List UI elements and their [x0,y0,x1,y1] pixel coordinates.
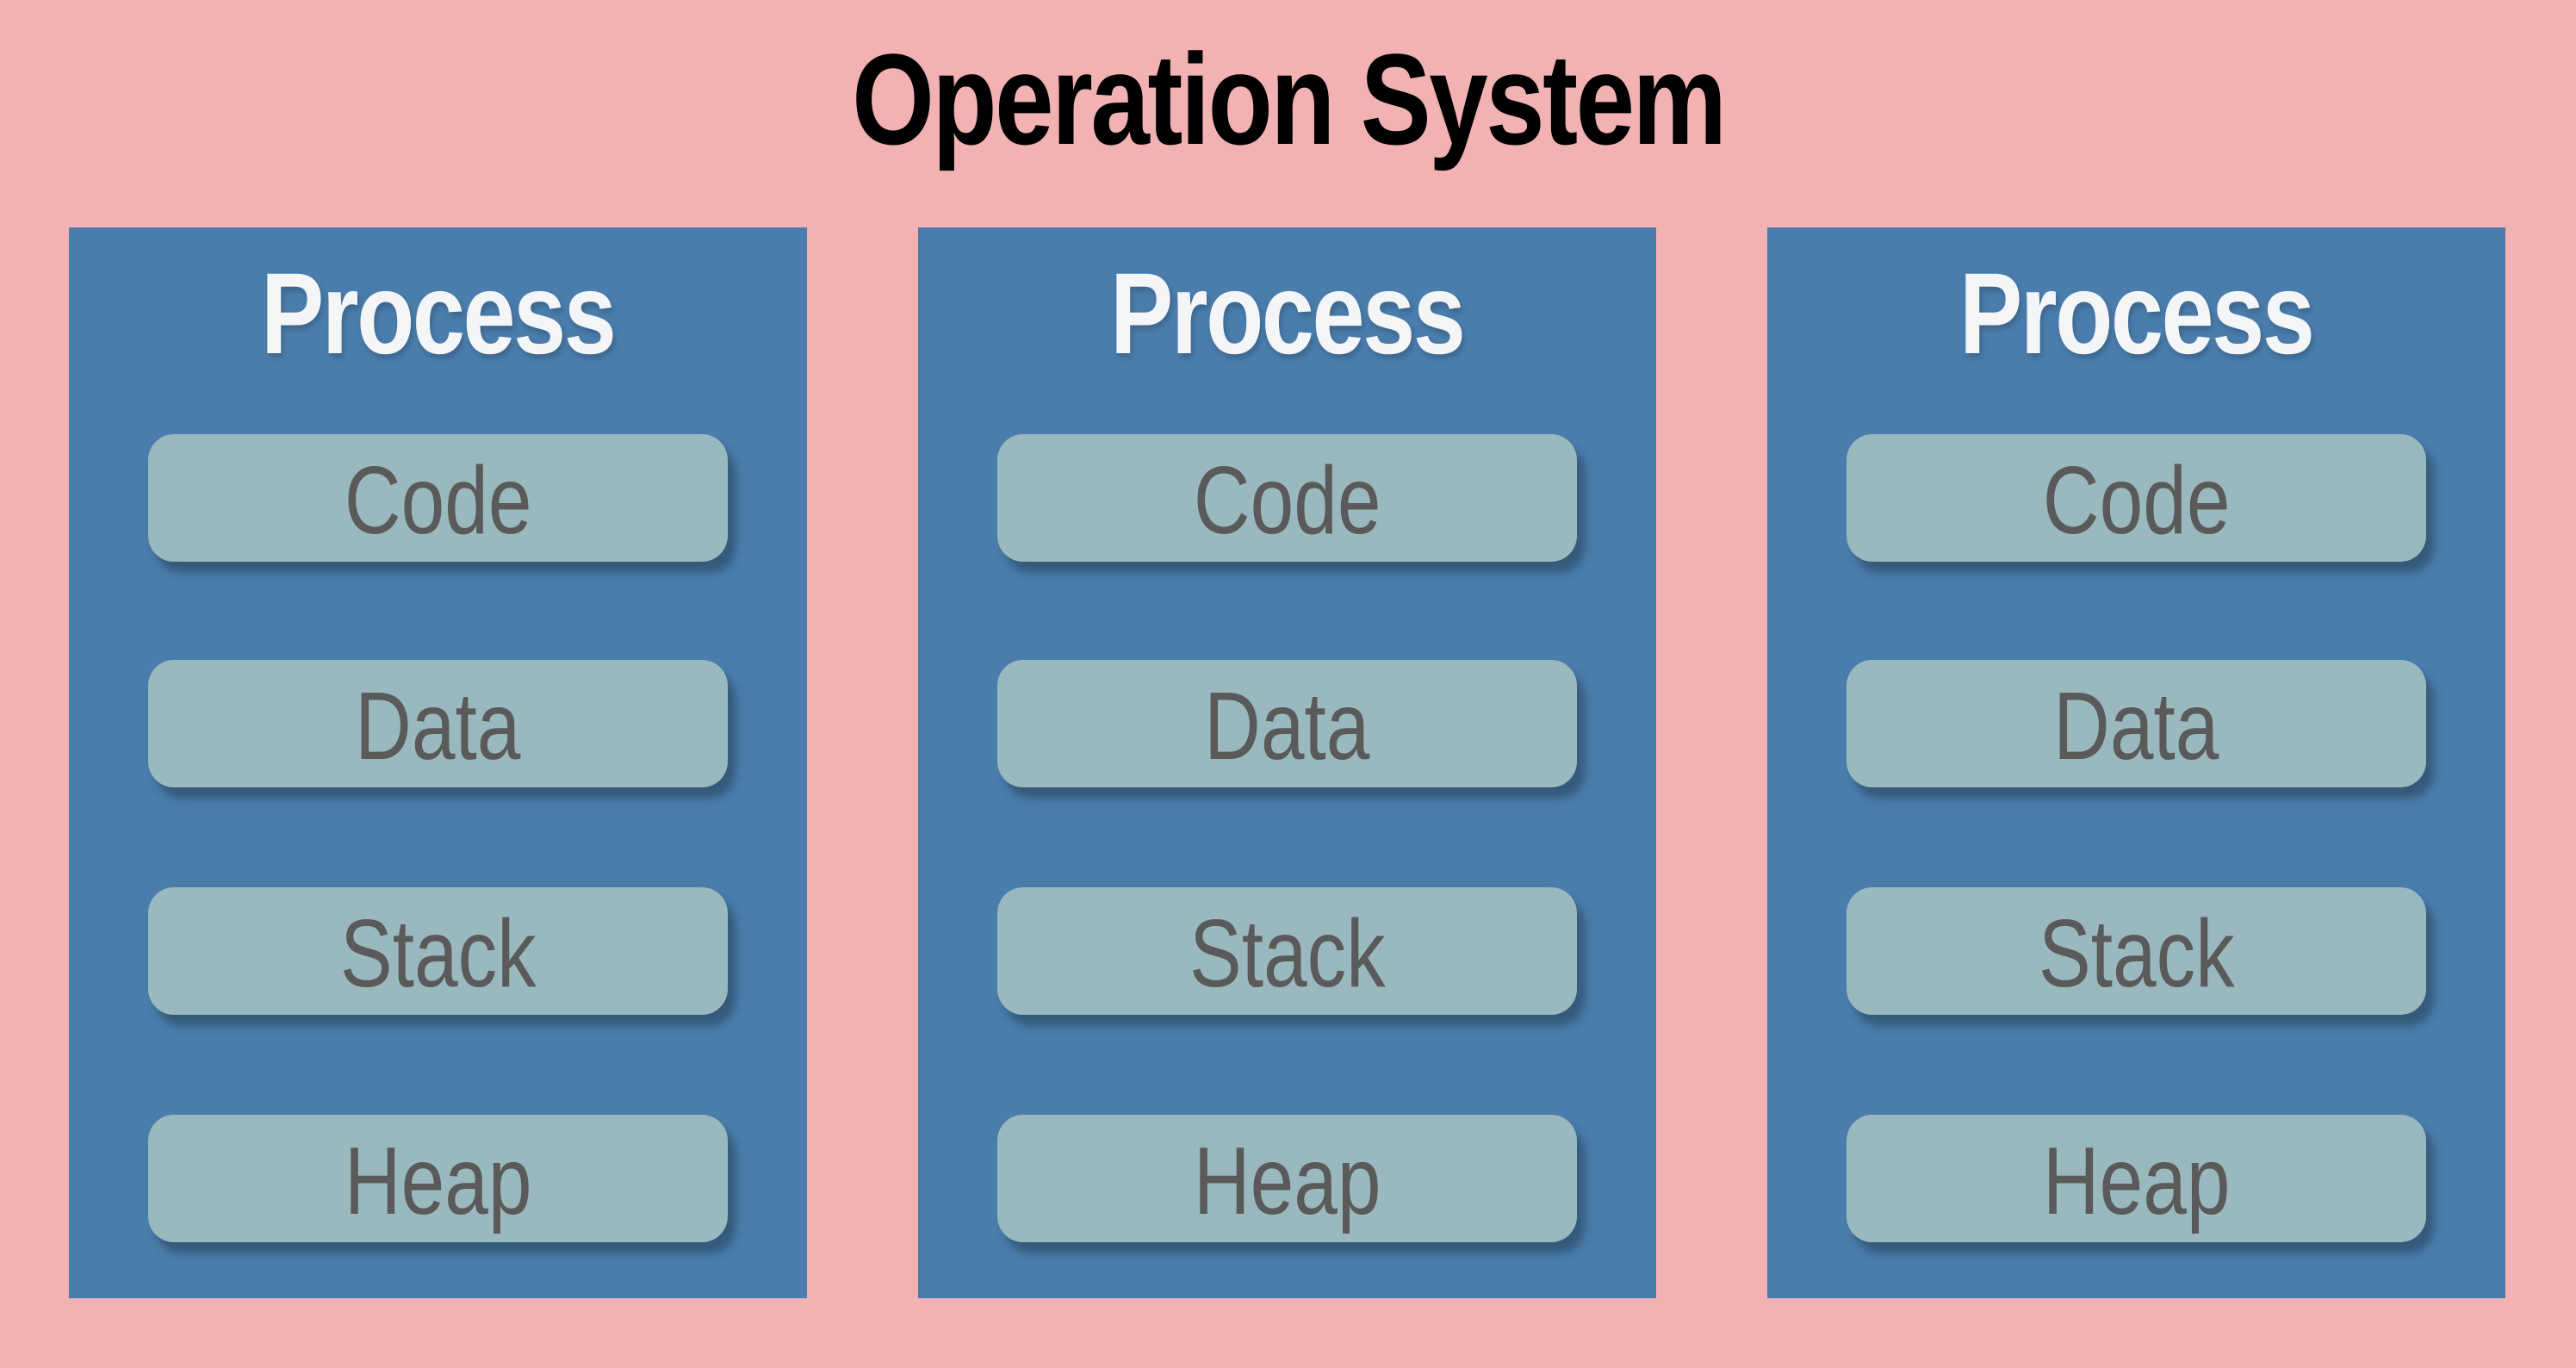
process-2-segment-data-label: Data [1204,673,1370,780]
process-3-segment-data: Data [1847,660,2426,787]
process-1-segment-data-label: Data [355,673,521,780]
process-panel-2: Process Code Data Stack Heap [918,227,1656,1298]
process-1-segment-code: Code [148,434,728,562]
process-1-segment-heap-label: Heap [344,1128,532,1234]
process-panel-2-title: Process [918,257,1656,372]
process-3-segment-stack: Stack [1847,887,2426,1015]
process-2-segment-heap-label: Heap [1193,1128,1381,1234]
process-2-segment-stack-label: Stack [1189,900,1386,1007]
page-title: Operation System [0,34,2576,164]
process-2-segment-heap: Heap [997,1115,1577,1242]
process-2-segment-data: Data [997,660,1577,787]
process-panel-3: Process Code Data Stack Heap [1767,227,2505,1298]
process-3-segment-code-label: Code [2042,447,2231,554]
process-1-segment-heap: Heap [148,1115,728,1242]
process-3-segment-data-label: Data [2053,673,2219,780]
process-panel-3-title-text: Process [1959,250,2315,378]
process-panel-3-title: Process [1767,257,2505,372]
process-panels-row: Process Code Data Stack Heap Process Cod… [69,227,2505,1298]
process-1-segment-stack: Stack [148,887,728,1015]
process-1-segment-stack-label: Stack [339,900,537,1007]
process-panel-1: Process Code Data Stack Heap [69,227,807,1298]
process-2-segment-code-label: Code [1193,447,1381,554]
process-panel-1-title-text: Process [261,250,617,378]
process-panel-2-title-text: Process [1110,250,1466,378]
process-3-segment-code: Code [1847,434,2426,562]
process-3-segment-stack-label: Stack [2038,900,2235,1007]
process-3-segment-heap: Heap [1847,1115,2426,1242]
process-3-segment-heap-label: Heap [2042,1128,2231,1234]
process-panel-1-title: Process [69,257,807,372]
process-1-segment-code-label: Code [344,447,532,554]
process-1-segment-data: Data [148,660,728,787]
process-2-segment-code: Code [997,434,1577,562]
process-2-segment-stack: Stack [997,887,1577,1015]
page-title-text: Operation System [851,27,1727,171]
